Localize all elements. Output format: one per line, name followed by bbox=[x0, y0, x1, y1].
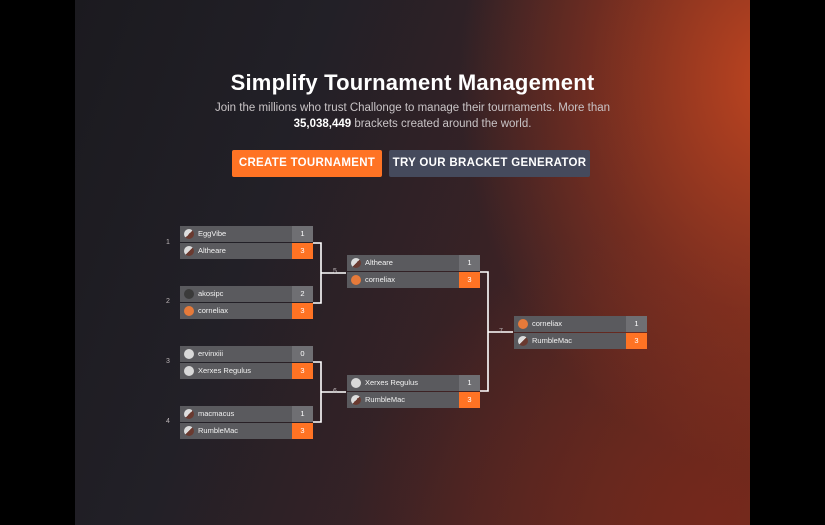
score: 0 bbox=[292, 346, 313, 362]
match-6[interactable]: Xerxes Regulus 1 RumbleMac 3 bbox=[347, 375, 480, 409]
player-name: RumbleMac bbox=[365, 395, 406, 404]
connector-3-6 bbox=[313, 361, 322, 423]
avatar bbox=[184, 229, 194, 239]
match-number: 7 bbox=[499, 328, 503, 335]
score: 1 bbox=[292, 226, 313, 242]
avatar bbox=[184, 366, 194, 376]
match-row[interactable]: RumbleMac 3 bbox=[514, 333, 647, 349]
match-number: 2 bbox=[166, 298, 170, 305]
match-number: 1 bbox=[166, 239, 170, 246]
landing-hero: Simplify Tournament Management Join the … bbox=[75, 0, 750, 525]
player-name: corneliax bbox=[365, 275, 396, 284]
match-number: 6 bbox=[333, 388, 337, 395]
score: 2 bbox=[292, 286, 313, 302]
avatar bbox=[351, 258, 361, 268]
match-row[interactable]: EggVibe 1 bbox=[180, 226, 313, 242]
match-2[interactable]: akosipc 2 corneliax 3 bbox=[180, 286, 313, 320]
match-4[interactable]: macmacus 1 RumbleMac 3 bbox=[180, 406, 313, 440]
score-winner: 3 bbox=[459, 392, 480, 408]
match-5[interactable]: Altheare 1 corneliax 3 bbox=[347, 255, 480, 289]
match-row[interactable]: ervinxiii 0 bbox=[180, 346, 313, 362]
score-winner: 3 bbox=[459, 272, 480, 288]
score: 1 bbox=[292, 406, 313, 422]
create-tournament-button[interactable]: CREATE TOURNAMENT bbox=[232, 150, 382, 177]
score-winner: 3 bbox=[292, 303, 313, 319]
player-name: Xerxes Regulus bbox=[198, 366, 251, 375]
avatar bbox=[184, 306, 194, 316]
player-name: akosipc bbox=[198, 289, 224, 298]
connector-5-7 bbox=[480, 271, 489, 392]
score-winner: 3 bbox=[292, 423, 313, 439]
avatar bbox=[184, 246, 194, 256]
score-winner: 3 bbox=[626, 333, 647, 349]
match-row[interactable]: Altheare 3 bbox=[180, 243, 313, 259]
match-row[interactable]: macmacus 1 bbox=[180, 406, 313, 422]
bracket-count: 35,038,449 bbox=[293, 118, 352, 130]
subtitle-line2: brackets created around the world. bbox=[351, 118, 532, 130]
score: 1 bbox=[459, 375, 480, 391]
bracket-connectors bbox=[313, 242, 513, 423]
avatar bbox=[351, 275, 361, 285]
avatar bbox=[351, 378, 361, 388]
match-7[interactable]: corneliax 1 RumbleMac 3 bbox=[514, 316, 647, 350]
player-name: Altheare bbox=[365, 258, 393, 267]
player-name: corneliax bbox=[198, 306, 229, 315]
player-name: Altheare bbox=[198, 246, 226, 255]
match-row[interactable]: corneliax 3 bbox=[180, 303, 313, 319]
match-row[interactable]: corneliax 3 bbox=[347, 272, 480, 288]
connector-1-5 bbox=[313, 242, 322, 304]
player-name: Xerxes Regulus bbox=[365, 378, 418, 387]
avatar bbox=[184, 426, 194, 436]
match-row[interactable]: akosipc 2 bbox=[180, 286, 313, 302]
player-name: RumbleMac bbox=[198, 426, 239, 435]
match-row[interactable]: Xerxes Regulus 1 bbox=[347, 375, 480, 391]
hero-title: Simplify Tournament Management bbox=[230, 70, 595, 95]
avatar bbox=[351, 395, 361, 405]
player-name: corneliax bbox=[532, 319, 563, 328]
score: 1 bbox=[459, 255, 480, 271]
score: 1 bbox=[626, 316, 647, 332]
avatar bbox=[184, 349, 194, 359]
avatar bbox=[518, 336, 528, 346]
match-row[interactable]: RumbleMac 3 bbox=[180, 423, 313, 439]
match-1[interactable]: EggVibe 1 Altheare 3 bbox=[180, 226, 313, 260]
match-number: 3 bbox=[166, 358, 170, 365]
try-bracket-generator-button[interactable]: TRY OUR BRACKET GENERATOR bbox=[389, 150, 590, 177]
subtitle-line1: Join the millions who trust Challonge to… bbox=[214, 102, 611, 114]
match-row[interactable]: Xerxes Regulus 3 bbox=[180, 363, 313, 379]
hero-subtitle: Join the millions who trust Challonge to… bbox=[187, 100, 638, 132]
avatar bbox=[184, 289, 194, 299]
match-number: 4 bbox=[166, 418, 170, 425]
player-name: ervinxiii bbox=[198, 349, 224, 358]
match-3[interactable]: ervinxiii 0 Xerxes Regulus 3 bbox=[180, 346, 313, 380]
match-row[interactable]: corneliax 1 bbox=[514, 316, 647, 332]
score-winner: 3 bbox=[292, 363, 313, 379]
player-name: macmacus bbox=[198, 409, 235, 418]
match-row[interactable]: Altheare 1 bbox=[347, 255, 480, 271]
player-name: EggVibe bbox=[198, 229, 227, 238]
avatar bbox=[184, 409, 194, 419]
match-row[interactable]: RumbleMac 3 bbox=[347, 392, 480, 408]
avatar bbox=[518, 319, 528, 329]
match-number: 5 bbox=[333, 268, 337, 275]
score-winner: 3 bbox=[292, 243, 313, 259]
player-name: RumbleMac bbox=[532, 336, 573, 345]
